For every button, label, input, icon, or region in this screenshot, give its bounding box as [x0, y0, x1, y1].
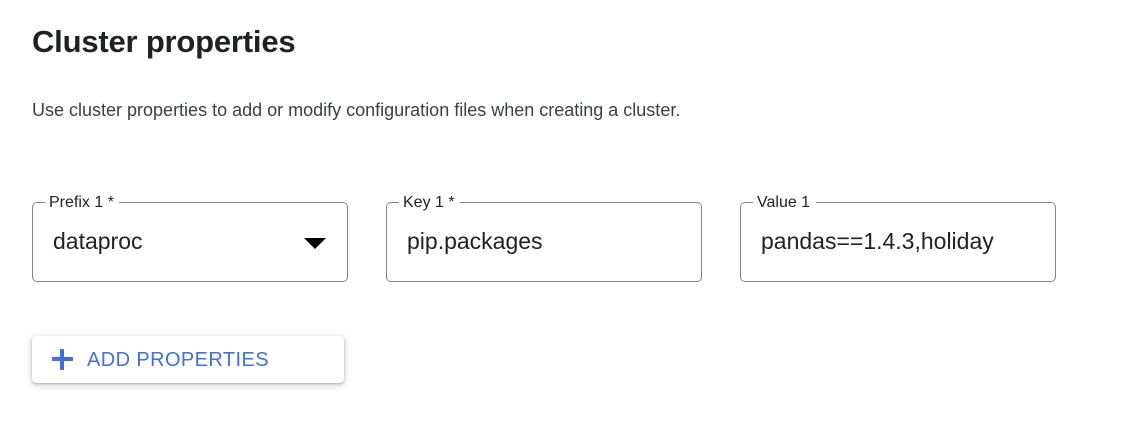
field-value-prefix-1[interactable]: dataproc: [53, 228, 143, 254]
page-title: Cluster properties: [32, 24, 296, 59]
field-value-1[interactable]: Value 1 pandas==1.4.3,holiday: [740, 194, 1056, 282]
plus-icon: [52, 349, 73, 370]
outline-lead: [386, 202, 399, 282]
field-value-key-1[interactable]: pip.packages: [407, 228, 543, 254]
field-key-1[interactable]: Key 1 * pip.packages: [386, 194, 702, 282]
field-prefix-1[interactable]: Prefix 1 * dataproc: [32, 194, 348, 282]
field-label-prefix-1: Prefix 1 *: [45, 194, 119, 212]
page-description: Use cluster properties to add or modify …: [32, 100, 681, 120]
add-properties-label: ADD PROPERTIES: [87, 348, 269, 371]
add-properties-button[interactable]: ADD PROPERTIES: [32, 336, 344, 383]
field-value-value-1[interactable]: pandas==1.4.3,holiday: [761, 228, 994, 254]
outline-lead: [740, 202, 753, 282]
properties-row: Prefix 1 * dataproc Key 1 * pip.packages: [32, 194, 1056, 284]
field-label-key-1: Key 1 *: [399, 194, 460, 212]
field-label-value-1: Value 1: [753, 194, 816, 212]
dropdown-arrow-icon[interactable]: [304, 238, 326, 249]
outline-lead: [32, 202, 45, 282]
